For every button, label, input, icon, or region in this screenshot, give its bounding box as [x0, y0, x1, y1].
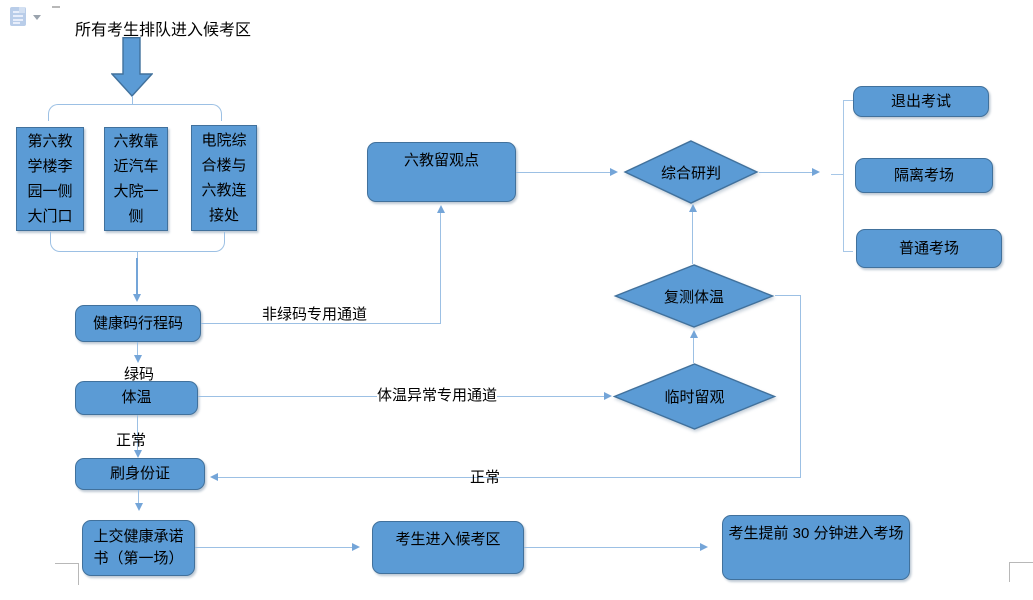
entrance-box-1[interactable]: 第六教 学楼李 园一侧 大门口: [16, 127, 84, 231]
connector-commitment-waiting: [195, 547, 352, 548]
normal-label-2: 正常: [470, 469, 501, 486]
temperature-box[interactable]: 体温: [75, 381, 198, 415]
arrowhead-right: [352, 543, 360, 551]
temp-hold-diamond[interactable]: 临时留观: [612, 363, 777, 430]
waiting-area-box[interactable]: 考生进入候考区: [372, 521, 524, 574]
arrowhead-down: [135, 503, 143, 511]
arrowhead-right: [700, 543, 708, 551]
connector-healthcode-right: [201, 323, 440, 324]
temp-hold-label: 临时留观: [664, 389, 725, 406]
big-down-arrow[interactable]: [111, 37, 153, 97]
arrowhead-up: [690, 330, 698, 338]
bracket-connector: [831, 174, 843, 175]
outcome-box-exit[interactable]: 退出考试: [853, 86, 989, 117]
normal-label-1: 正常: [116, 432, 147, 449]
text-boundary-mark-top: [52, 6, 60, 8]
brace-top: [48, 104, 222, 121]
chevron-down-icon: [33, 15, 41, 20]
id-check-box[interactable]: 刷身份证: [75, 458, 205, 490]
connector-healthcode-temperature: [137, 342, 138, 356]
brace-bottom-stem: [137, 251, 138, 259]
entrance-box-3[interactable]: 电院综 合楼与 六教连 接处: [191, 125, 257, 231]
text-boundary-mark-bottom-right-v: [1009, 562, 1010, 582]
retest-label: 复测体温: [663, 288, 724, 306]
entrance-box-2[interactable]: 六教靠 近汽车 大院一 侧: [104, 127, 168, 231]
connector-judgment-right: [759, 172, 812, 173]
judgment-label: 综合研判: [660, 164, 721, 182]
start-label: 所有考生排队进入候考区: [75, 22, 252, 39]
bracket-tick-bottom: [843, 251, 853, 252]
arrowhead-up: [689, 204, 697, 212]
exam-room-box[interactable]: 考生提前 30 分钟进入考场: [722, 515, 910, 580]
health-code-box[interactable]: 健康码行程码: [75, 305, 201, 342]
connector-up-to-observation: [440, 212, 441, 324]
arrowhead-right: [812, 168, 820, 176]
brace-bottom: [50, 232, 225, 252]
connector-retest-corner-v: [800, 295, 801, 478]
arrowhead-up: [437, 205, 445, 213]
arrowhead-down: [133, 294, 141, 302]
outcome-box-normal-room[interactable]: 普通考场: [856, 229, 1002, 268]
connector-brace-to-healthcode: [136, 258, 138, 295]
non-green-channel-label: 非绿码专用通道: [262, 306, 368, 323]
paste-options-icon[interactable]: [7, 5, 41, 29]
connector-temphold-retest: [693, 337, 694, 363]
retest-diamond[interactable]: 复测体温: [613, 264, 775, 328]
connector-temperature-idcheck: [137, 415, 138, 451]
connector-idcheck-commitment: [138, 490, 139, 504]
commitment-box[interactable]: 上交健康承诺 书（第一场）: [82, 520, 195, 576]
outcome-box-isolation[interactable]: 隔离考场: [855, 158, 993, 193]
arrowhead-left: [210, 473, 218, 481]
connector-retest-judgment: [692, 211, 693, 264]
temp-abnormal-channel-label: 体温异常专用通道: [377, 384, 498, 405]
green-code-label: 绿码: [124, 366, 155, 383]
arrowhead-down: [134, 355, 142, 363]
bracket-tick-top: [843, 100, 853, 101]
text-boundary-mark-bottom-left-v: [78, 563, 79, 585]
connector-waiting-room: [524, 547, 700, 548]
connector-retest-corner-h: [775, 295, 800, 296]
arrowhead-right: [604, 392, 612, 400]
observation-point-box[interactable]: 六教留观点: [367, 142, 516, 202]
connector-retest-idcheck: [218, 477, 800, 478]
bracket-line: [843, 100, 844, 252]
arrowhead-right: [610, 168, 618, 176]
page-fold: [19, 7, 25, 13]
text-boundary-mark-bottom-left-h: [55, 563, 79, 564]
connector-observation-judgment: [516, 172, 610, 173]
brace-top-stem: [132, 96, 133, 105]
judgment-diamond[interactable]: 综合研判: [623, 140, 759, 204]
arrowhead-down: [134, 450, 142, 458]
text-boundary-mark-bottom-right-h: [1009, 562, 1033, 563]
